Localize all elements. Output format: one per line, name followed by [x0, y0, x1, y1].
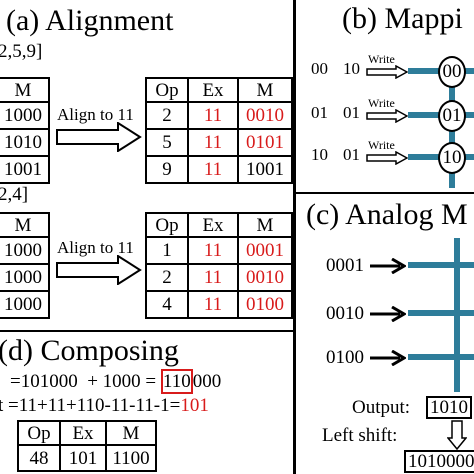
panel-a-group1-header: 2,5,9]: [0, 41, 43, 62]
mapping-row-b: 01: [343, 103, 360, 122]
table-cell: 0001: [237, 236, 293, 265]
compose-equation-2-prefix: t =11+11+110-11-11-1=: [0, 395, 181, 416]
table-cell: 9: [145, 155, 189, 184]
align-arrow-icon: [56, 122, 142, 152]
group2-input-table: M 1000 1000 1000: [0, 212, 50, 319]
align-arrow-icon: [56, 255, 142, 285]
table-cell: 1000: [0, 236, 50, 265]
table-header: Op: [145, 212, 189, 238]
compose-equation-2-result: 101: [180, 395, 209, 416]
table-header: M: [237, 77, 293, 103]
table-header: Op: [145, 77, 189, 103]
divider-horizontal-right: [295, 192, 474, 194]
align-arrow-label: Align to 11: [57, 105, 134, 124]
panel-c-title: (c) Analog M: [306, 198, 468, 231]
table-cell: 11: [187, 263, 239, 292]
composed-result-table: Op Ex M 48 101 1100: [17, 420, 157, 472]
memory-cell-node: 10: [438, 142, 466, 174]
group1-aligned-table: Op Ex M 2 11 0010 5 11 0101 9 11 1001: [145, 77, 293, 184]
table-cell: 2: [145, 263, 189, 292]
table-cell: 101: [59, 444, 107, 472]
group1-input-table: M 1000 1010 1001: [0, 77, 50, 184]
table-cell: 0101: [237, 128, 293, 157]
compose-equation-2: t =11+11+110-11-11-1=101: [0, 396, 209, 415]
table-header: Ex: [59, 420, 107, 446]
table-header: M: [0, 77, 50, 103]
table-cell: 0100: [237, 290, 293, 319]
panel-d-title: (d) Composing: [0, 334, 179, 367]
divider-vertical: [293, 0, 296, 474]
wire-horizontal: [408, 310, 474, 316]
table-cell: 1000: [0, 263, 50, 292]
table-cell: 1001: [237, 155, 293, 184]
mapping-row-a: 01: [311, 103, 328, 122]
align-arrow-label: Align to 11: [57, 238, 134, 257]
table-cell: 0010: [237, 101, 293, 130]
write-label: Write: [368, 52, 395, 66]
table-cell: 11: [187, 290, 239, 319]
table-cell: 4: [145, 290, 189, 319]
input-arrow-icon: [370, 258, 406, 274]
write-arrow-icon: [366, 65, 408, 79]
table-cell: 1010: [0, 128, 50, 157]
table-cell: 11: [187, 101, 239, 130]
table-cell: 1000: [0, 290, 50, 319]
mapping-row-b: 10: [343, 59, 360, 78]
memory-cell-node: 01: [438, 100, 466, 132]
table-cell: 11: [187, 155, 239, 184]
write-arrow-icon: [366, 109, 408, 123]
table-cell: 1100: [105, 444, 157, 472]
output-label: Output:: [352, 397, 411, 418]
analog-input: 0100: [326, 347, 364, 368]
table-cell: 5: [145, 128, 189, 157]
table-cell: 0010: [237, 263, 293, 292]
write-arrow-icon: [366, 151, 408, 165]
input-arrow-icon: [370, 350, 406, 366]
mapping-row-a: 00: [311, 59, 328, 78]
compose-equation-1-prefix: =101000 + 1000 =: [10, 371, 161, 392]
analog-input: 0010: [326, 303, 364, 324]
table-cell: 1001: [0, 155, 50, 184]
wire-horizontal: [408, 354, 474, 360]
compose-equation-1-suffix: 000: [192, 371, 222, 392]
table-header: Op: [17, 420, 61, 446]
output-value: 1010: [426, 396, 472, 419]
divider-horizontal-left: [0, 330, 295, 332]
left-shift-label: Left shift:: [322, 425, 398, 446]
table-cell: 1: [145, 236, 189, 265]
down-arrow-icon: [447, 420, 467, 450]
table-cell: 48: [17, 444, 61, 472]
table-header: M: [0, 212, 50, 238]
panel-b-title: (b) Mappi: [342, 2, 463, 35]
table-header: Ex: [187, 212, 239, 238]
panel-a-group2-header: 2,4]: [0, 184, 29, 205]
mapping-row-a: 10: [311, 145, 328, 164]
analog-input: 0001: [326, 255, 364, 276]
group2-aligned-table: Op Ex M 1 11 0001 2 11 0010 4 11 0100: [145, 212, 293, 319]
shifted-value: 1010000: [404, 450, 474, 473]
write-label: Write: [368, 96, 395, 110]
compose-equation-1-highlight: 110: [160, 369, 193, 394]
write-label: Write: [368, 138, 395, 152]
input-arrow-icon: [370, 306, 406, 322]
memory-cell-node: 00: [438, 56, 466, 88]
table-header: M: [105, 420, 157, 446]
table-cell: 11: [187, 128, 239, 157]
table-cell: 2: [145, 101, 189, 130]
wire-horizontal: [408, 262, 474, 268]
panel-a-title: (a) Alignment: [6, 4, 174, 37]
table-header: M: [237, 212, 293, 238]
table-cell: 1000: [0, 101, 50, 130]
table-cell: 11: [187, 236, 239, 265]
mapping-row-b: 01: [343, 145, 360, 164]
table-header: Ex: [187, 77, 239, 103]
